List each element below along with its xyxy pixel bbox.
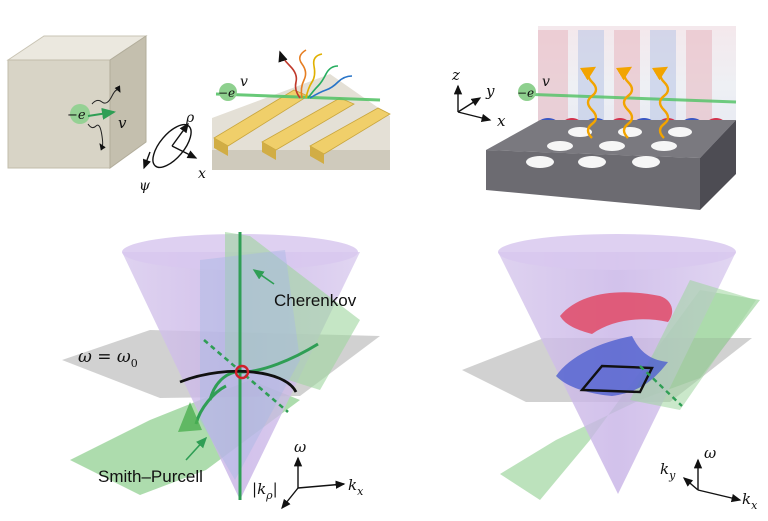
- grating-bar-3: [309, 107, 391, 155]
- blue-plane: [200, 250, 300, 480]
- cherenkov-label: Cherenkov: [274, 291, 357, 310]
- bulk-cherenkov-panel: −e v: [6, 35, 148, 169]
- psi-label: ψ: [139, 178, 151, 194]
- velocity-label: v: [240, 74, 248, 90]
- hole: [651, 141, 677, 151]
- wave-2: [616, 66, 634, 139]
- black-intersection-curve: [179, 369, 298, 393]
- emission-yellow: [305, 53, 323, 99]
- omega-axis-label: ω: [294, 438, 306, 456]
- polarization-axes: ρ x ψ: [139, 110, 206, 194]
- electron-beam: [215, 92, 381, 102]
- emission-green: [307, 65, 339, 99]
- psi-arrow: [143, 151, 151, 170]
- kx-axis: [697, 489, 742, 503]
- photonic-slab-panel: −e v z y x: [451, 26, 737, 210]
- velocity-label: v: [542, 74, 550, 90]
- x-axis-arrow: [171, 145, 198, 159]
- x-label: x: [198, 166, 206, 182]
- z-label: z: [451, 66, 460, 84]
- electron-glow: [518, 83, 536, 101]
- hole: [599, 141, 625, 151]
- light-cone-panel-right: ω kx ky: [462, 234, 760, 512]
- rho-label: ρ: [185, 110, 195, 126]
- scatter-path-2: [87, 123, 106, 151]
- ky-axis-label: ky: [660, 460, 676, 482]
- kx-axis: [297, 480, 346, 489]
- hole: [547, 141, 573, 151]
- electron-label: −e: [517, 86, 534, 100]
- light-cone-top-rim: [498, 234, 736, 270]
- hole: [668, 127, 692, 137]
- kx-axis-label: kx: [742, 490, 758, 512]
- smith-purcell-pointer: [185, 436, 208, 461]
- cherenkov-pointer: [252, 269, 275, 285]
- green-tilted-plane: [630, 280, 756, 410]
- wave-3: [652, 66, 670, 139]
- velocity-label: v: [118, 114, 127, 132]
- emission-red: [278, 50, 301, 99]
- grating-panel: −e v: [212, 49, 391, 170]
- hole: [618, 127, 642, 137]
- omega-k-axes-left: [281, 456, 346, 510]
- intersection-point-marker: [234, 364, 250, 380]
- green-dashed-line: [639, 365, 683, 407]
- red-band-surface: [560, 292, 673, 334]
- rho-axis: [171, 122, 189, 147]
- grating-substrate-front: [212, 150, 390, 170]
- omega-equals-label: ω = ω0: [78, 347, 138, 370]
- grating-bar-3-side: [310, 146, 324, 164]
- y-label: y: [485, 82, 495, 100]
- grating-bar-2-side: [262, 142, 276, 160]
- hole: [632, 156, 660, 168]
- electron-label: −e: [218, 86, 235, 100]
- x-label: x: [497, 112, 506, 130]
- ky-axis: [682, 477, 699, 491]
- omega-k-axes-right: [682, 458, 742, 503]
- cube-side-face: [109, 35, 147, 169]
- green-marker-wedge: [178, 402, 202, 432]
- electron-label: −e: [67, 108, 86, 123]
- light-cone-panel-left: Cherenkov Smith–Purcell ω = ω0 ω kx |kρ|: [62, 232, 380, 510]
- electron-glow: [219, 83, 237, 101]
- scatter-path-1: [91, 85, 121, 105]
- kx-axis-label: kx: [348, 476, 364, 498]
- emission-orange: [298, 49, 307, 99]
- grating-bar-2: [261, 97, 355, 151]
- electron-beam: [519, 92, 737, 104]
- omega-axis-label: ω: [704, 444, 716, 462]
- black-intersection-outline: [579, 364, 654, 394]
- hole: [568, 127, 592, 137]
- y-axis: [457, 97, 482, 113]
- grating-bars: [213, 89, 391, 164]
- xyz-axes: [453, 84, 492, 123]
- grating-bar-1-side: [214, 138, 228, 156]
- hole: [526, 156, 554, 168]
- velocity-arrow: [87, 107, 116, 120]
- x-axis: [457, 111, 492, 123]
- krho-axis-label: |kρ|: [252, 480, 278, 502]
- wave-1: [580, 66, 598, 139]
- slab-side: [700, 120, 736, 210]
- krho-axis: [281, 487, 299, 510]
- smith-purcell-label: Smith–Purcell: [98, 467, 203, 486]
- emission-rainbow: [278, 49, 353, 99]
- hole: [578, 156, 606, 168]
- electron-glow: [70, 104, 90, 124]
- radiation-waves: [580, 66, 670, 139]
- emission-blue: [309, 75, 353, 99]
